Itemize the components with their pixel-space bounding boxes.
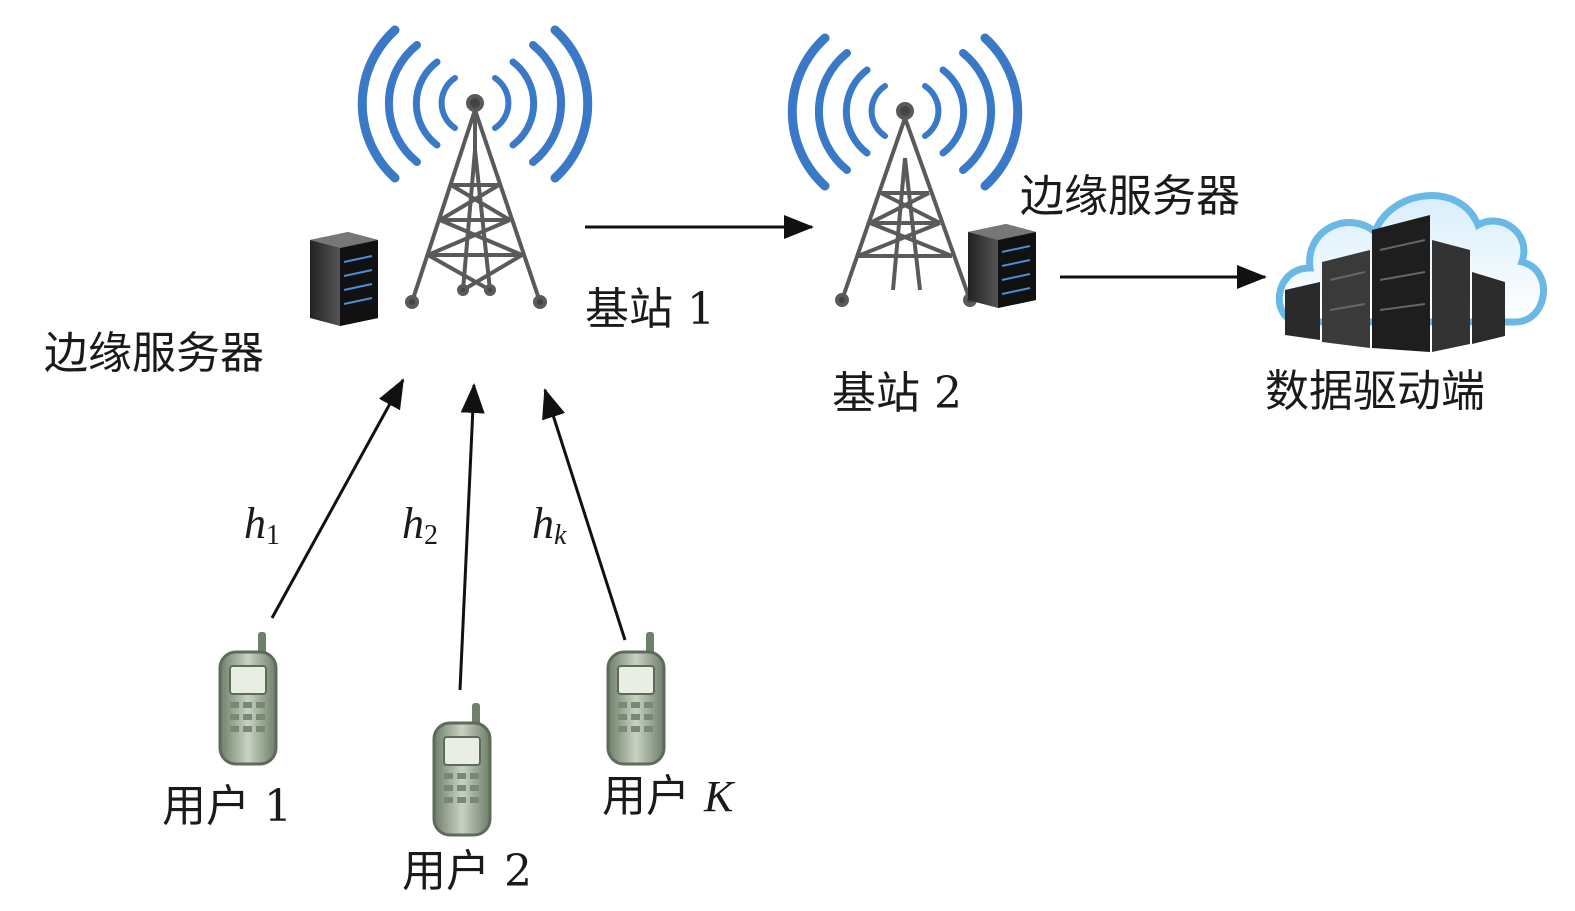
tower-icon <box>405 94 547 309</box>
phone-icon-user-1 <box>218 632 278 766</box>
arrow-user2-uplink <box>458 383 485 691</box>
server-icon-right <box>968 224 1036 308</box>
edge-server-left-label: 边缘服务器 <box>44 328 264 379</box>
user-k-label: 用户 K <box>602 771 734 822</box>
signal-waves-icon <box>357 25 593 183</box>
user-2-label: 用户 2 <box>402 846 532 897</box>
phone-icon-user-k <box>606 632 666 766</box>
server-icon-left <box>310 232 378 326</box>
channel-h2-label: h2 <box>402 499 438 551</box>
channel-h1-label: h1 <box>244 499 280 551</box>
edge-server-right-label: 边缘服务器 <box>1020 171 1240 222</box>
tower-icon <box>835 102 977 307</box>
arrow-userk-uplink <box>542 388 627 641</box>
data-driver-label: 数据驱动端 <box>1265 366 1485 417</box>
base-station-2-tower <box>787 33 1023 307</box>
base-station-2-label: 基站 2 <box>832 368 962 419</box>
base-station-1-tower <box>357 25 593 309</box>
channel-hk-label: hk <box>532 499 567 551</box>
arrow-user1-uplink <box>270 378 405 619</box>
user-1-label: 用户 1 <box>162 781 292 832</box>
base-station-1-label: 基站 1 <box>585 284 715 335</box>
signal-waves-icon <box>787 33 1023 191</box>
cloud-datacenter-icon <box>1275 192 1548 352</box>
phone-icon-user-2 <box>432 703 492 837</box>
